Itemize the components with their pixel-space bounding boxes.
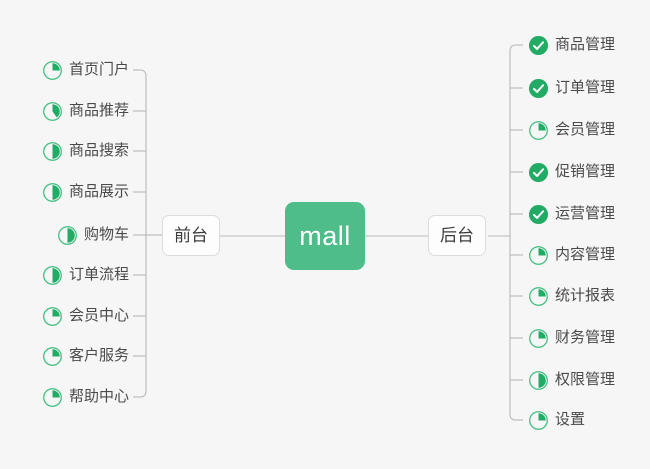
frontend-item-4[interactable]: 商品展示	[42, 180, 129, 204]
frontend-item-7[interactable]: 会员中心	[42, 304, 129, 328]
check-circle-icon	[528, 204, 549, 224]
check-circle-icon	[528, 35, 549, 55]
leaf-label: 会员管理	[555, 121, 616, 138]
pie-progress-icon	[43, 101, 62, 121]
branch-node-backend[interactable]: 后台	[428, 215, 486, 256]
leaf-label: 商品搜索	[68, 142, 129, 159]
backend-item-10[interactable]: 设置	[528, 408, 585, 432]
leaf-label: 促销管理	[555, 163, 616, 180]
pie-progress-icon	[529, 410, 548, 430]
backend-item-3[interactable]: 会员管理	[528, 118, 615, 142]
pie-progress-icon	[43, 346, 62, 366]
backend-item-4[interactable]: 促销管理	[528, 160, 615, 184]
pie-progress-icon	[529, 286, 548, 306]
frontend-item-3[interactable]: 商品搜索	[42, 139, 129, 163]
root-node-mall[interactable]: mall	[285, 202, 365, 270]
leaf-label: 统计报表	[555, 287, 616, 304]
pie-progress-icon	[529, 370, 548, 390]
pie-progress-icon	[43, 387, 62, 407]
leaf-label: 帮助中心	[68, 388, 129, 405]
leaf-label: 订单管理	[555, 79, 616, 96]
pie-progress-icon	[43, 60, 62, 80]
leaf-label: 财务管理	[555, 329, 616, 346]
pie-progress-icon	[43, 141, 62, 161]
leaf-label: 会员中心	[68, 307, 129, 324]
pie-progress-icon	[43, 182, 62, 202]
backend-item-7[interactable]: 统计报表	[528, 284, 615, 308]
pie-progress-icon	[43, 306, 62, 326]
leaf-label: 权限管理	[555, 371, 616, 388]
leaf-label: 设置	[555, 411, 586, 428]
check-circle-icon	[528, 162, 549, 182]
backend-item-2[interactable]: 订单管理	[528, 76, 615, 100]
leaf-label: 商品管理	[555, 36, 616, 53]
backend-item-5[interactable]: 运营管理	[528, 202, 615, 226]
backend-item-1[interactable]: 商品管理	[528, 33, 615, 57]
leaf-label: 运营管理	[555, 205, 616, 222]
backend-item-9[interactable]: 权限管理	[528, 368, 615, 392]
leaf-label: 内容管理	[555, 246, 616, 263]
leaf-label: 首页门户	[68, 61, 129, 78]
pie-progress-icon	[529, 120, 548, 140]
branch-node-frontend[interactable]: 前台	[162, 215, 220, 256]
leaf-label: 客户服务	[68, 347, 129, 364]
backend-item-6[interactable]: 内容管理	[528, 243, 615, 267]
backend-item-8[interactable]: 财务管理	[528, 326, 615, 350]
pie-progress-icon	[529, 245, 548, 265]
frontend-spine	[139, 69, 147, 398]
backend-spine	[509, 44, 517, 421]
check-circle-icon	[528, 78, 549, 98]
pie-progress-icon	[58, 225, 77, 245]
frontend-item-9[interactable]: 帮助中心	[42, 385, 129, 409]
leaf-label: 商品推荐	[68, 102, 129, 119]
frontend-item-6[interactable]: 订单流程	[42, 263, 129, 287]
pie-progress-icon	[529, 328, 548, 348]
leaf-label: 商品展示	[68, 183, 129, 200]
frontend-item-2[interactable]: 商品推荐	[42, 99, 129, 123]
frontend-item-5[interactable]: 购物车	[57, 223, 129, 247]
leaf-label: 订单流程	[68, 266, 129, 283]
leaf-label: 购物车	[83, 226, 129, 243]
frontend-item-1[interactable]: 首页门户	[42, 58, 129, 82]
frontend-item-8[interactable]: 客户服务	[42, 344, 129, 368]
pie-progress-icon	[43, 265, 62, 285]
